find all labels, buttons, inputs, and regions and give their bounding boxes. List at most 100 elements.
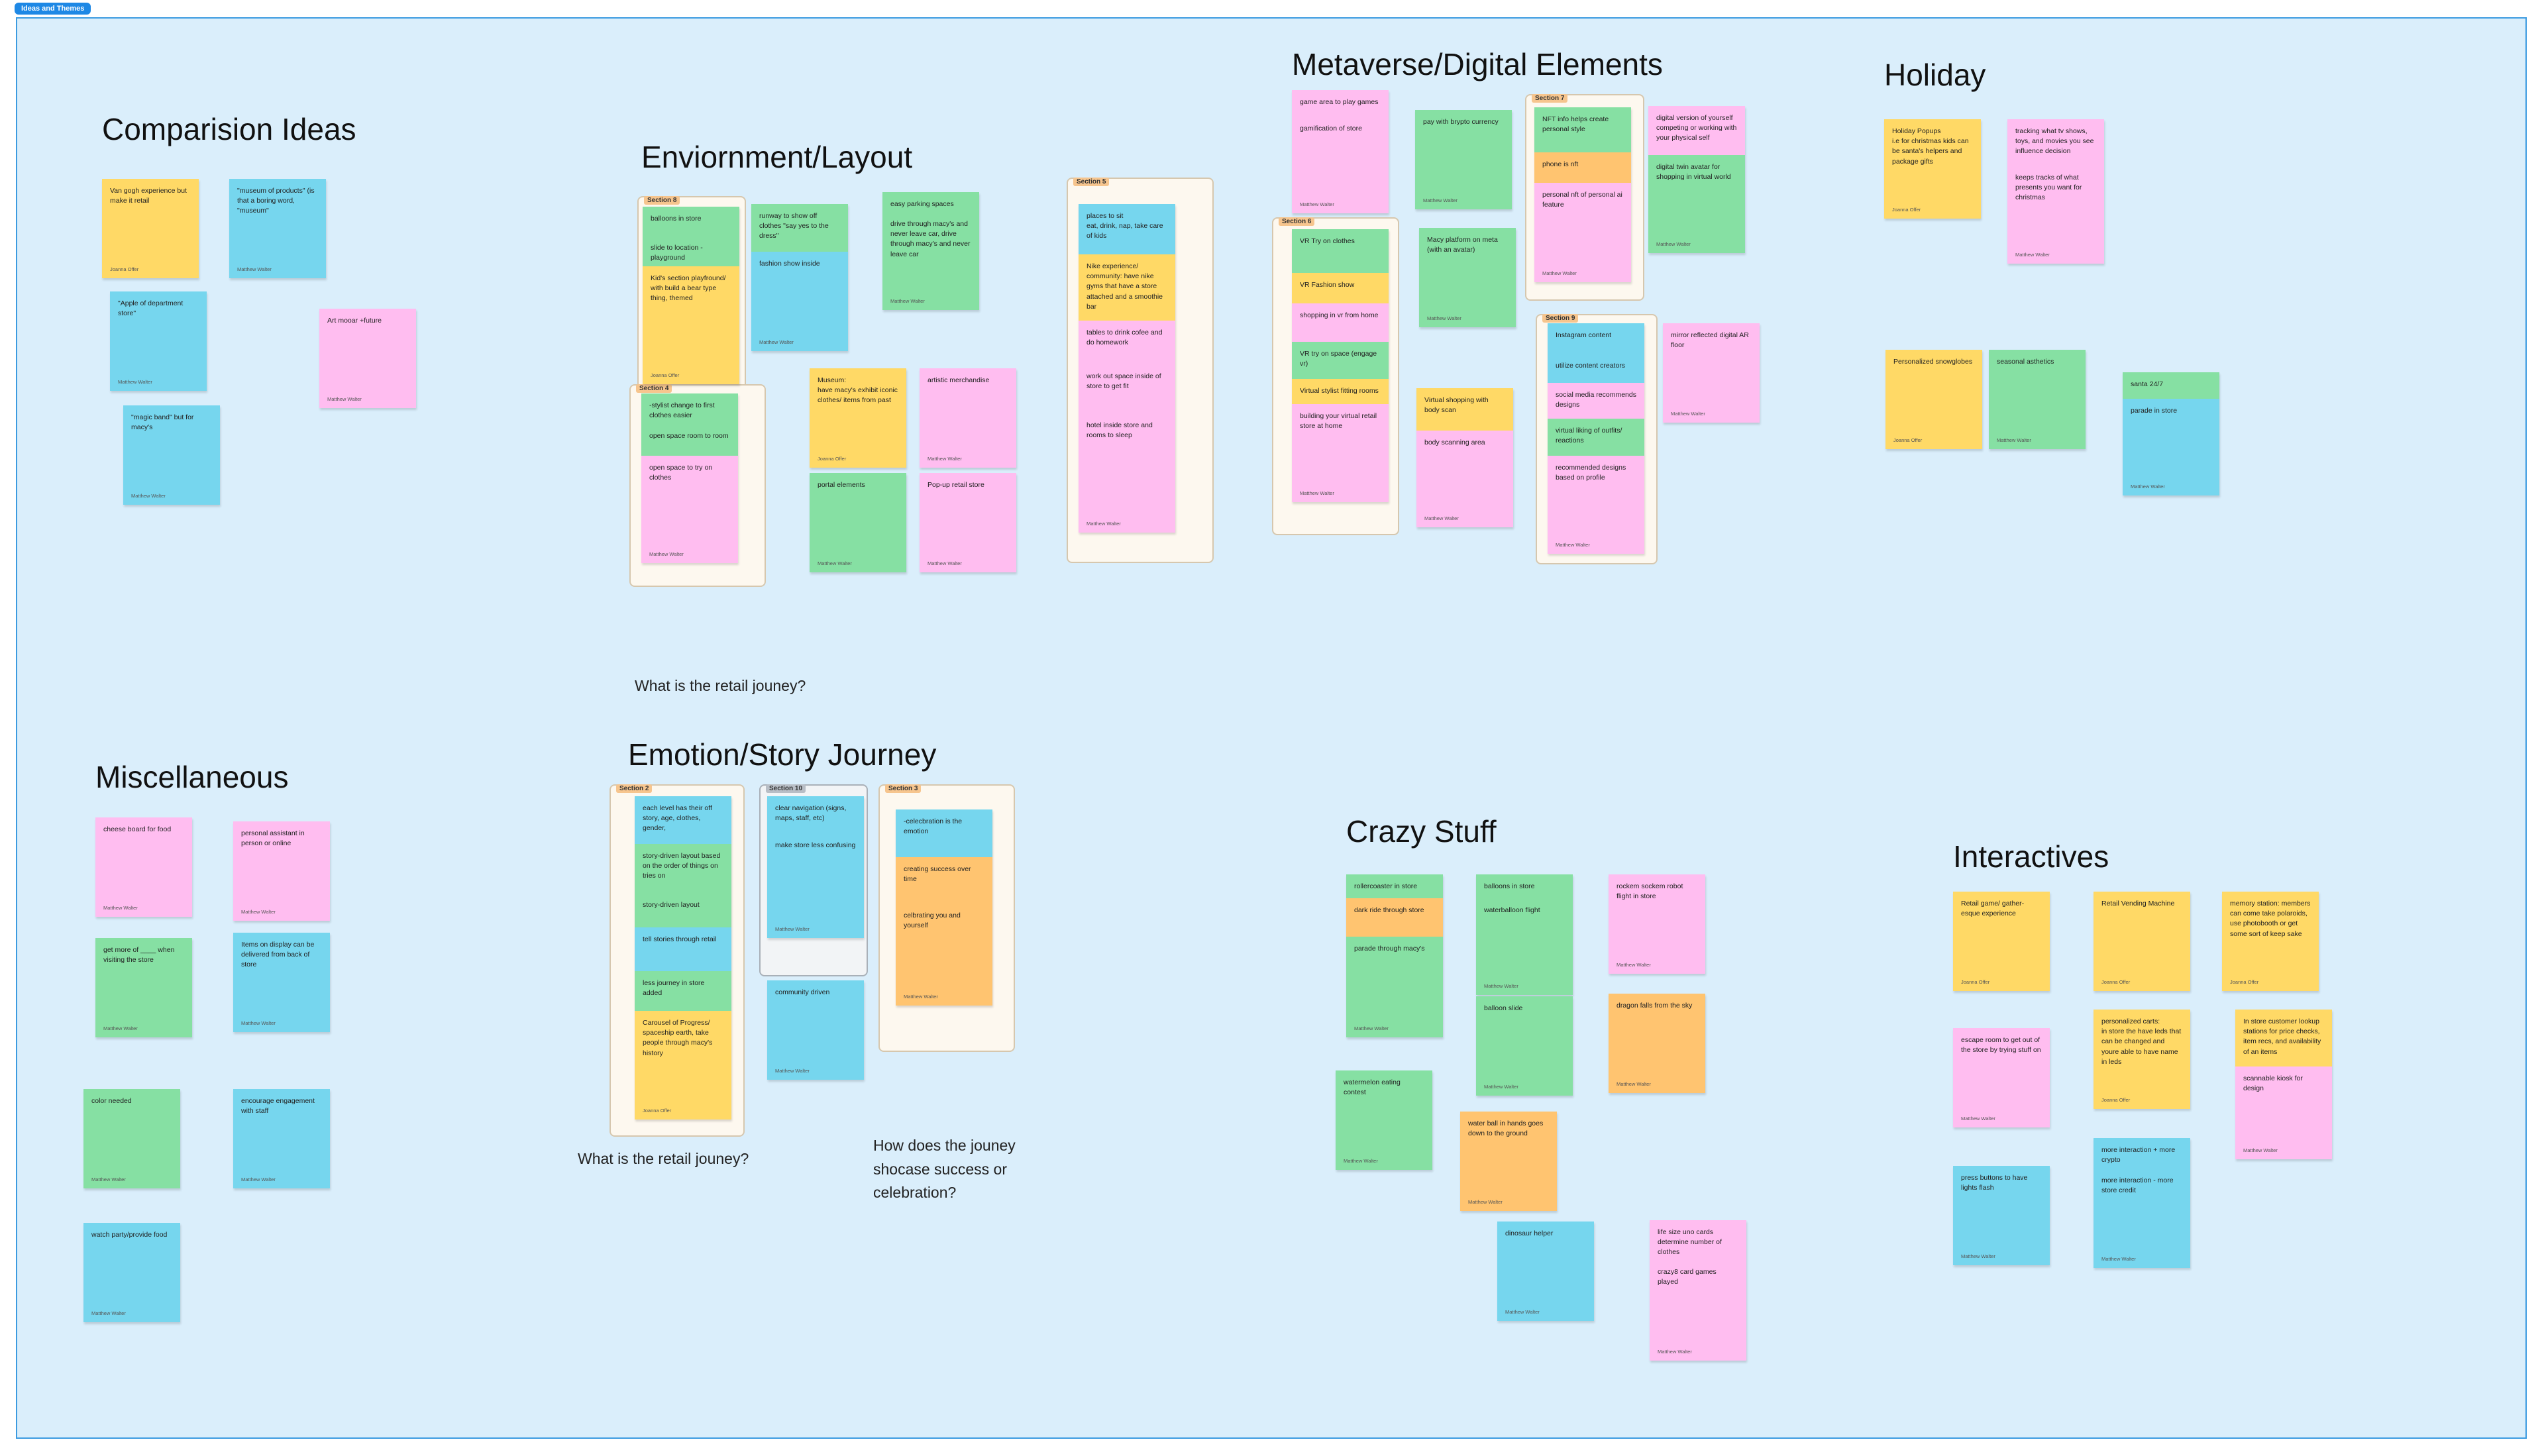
sticky-note-author: Matthew Walter [1556,542,1590,548]
section-label: Section 7 [1532,94,1568,103]
sticky-note[interactable]: life size uno cards determine number of … [1650,1220,1746,1361]
sticky-note-text: Macy platform on meta (with an avatar) [1419,228,1516,327]
sticky-note[interactable]: Macy platform on meta (with an avatar)Ma… [1419,228,1516,327]
sticky-note-author: Matthew Walter [1354,1025,1389,1031]
sticky-note-text: places to sit eat, drink, nap, take care… [1079,204,1175,254]
sticky-note-author: Matthew Walter [103,905,138,911]
sticky-note[interactable]: Museum: have macy's exhibit iconic cloth… [810,368,906,468]
sticky-note[interactable]: get more of ____ when visiting the store… [95,938,192,1037]
sticky-note-author: Joanna Offer [1961,979,1990,985]
sticky-note-author: Matthew Walter [91,1176,126,1182]
sticky-note-author: Matthew Walter [241,1020,276,1026]
sticky-note-author: Matthew Walter [1424,515,1459,521]
sticky-note[interactable]: tracking what tv shows, toys, and movies… [2007,119,2104,264]
sticky-note-author: Matthew Walter [118,379,152,385]
sticky-note[interactable]: places to sit eat, drink, nap, take care… [1079,204,1175,533]
sticky-note-text: creating success over time [896,857,992,904]
sticky-note[interactable]: water ball in hands goes down to the gro… [1460,1112,1557,1211]
sticky-note-text: open space to try on clothes [641,456,738,563]
question-retail-journey-2: What is the retail jouney? [578,1150,749,1167]
heading-emotion: Emotion/Story Journey [628,737,937,772]
sticky-note-text: Retail game/ gather-esque experience [1953,892,2050,991]
sticky-note-text: memory station: members can come take po… [2222,892,2319,991]
sticky-note[interactable]: clear navigation (signs, maps, staff, et… [767,796,864,938]
sticky-note-text: Retail Vending Machine [2094,892,2190,991]
section-label: Section 3 [885,784,922,793]
sticky-note-author: Matthew Walter [1961,1253,1995,1259]
sticky-note-text: Van gogh experience but make it retail [102,179,199,278]
sticky-note-author: Matthew Walter [1484,1084,1518,1090]
sticky-note-text: Art mooar +future [319,309,416,408]
question-retail-journey-1: What is the retail jouney? [635,677,806,694]
sticky-note-author: Matthew Walter [1656,241,1691,247]
sticky-note[interactable]: "museum of products" (is that a boring w… [229,179,326,278]
frame-label[interactable]: Ideas and Themes [15,3,91,15]
sticky-note-text: more interaction + more crypto [2094,1138,2190,1169]
sticky-note-text: story-driven layout [635,893,731,927]
sticky-note[interactable]: personalized carts: in store the have le… [2094,1010,2190,1109]
sticky-note-text: santa 24/7 [2123,372,2219,399]
sticky-note[interactable]: "Apple of department store"Matthew Walte… [110,291,207,391]
sticky-note[interactable]: Holiday Popups i.e for christmas kids ca… [1884,119,1981,219]
sticky-note-text: utilize content creators [1548,354,1644,383]
sticky-note-text: "Apple of department store" [110,291,207,391]
sticky-note-text: In store customer lookup stations for pr… [2235,1010,2332,1066]
sticky-note[interactable]: memory station: members can come take po… [2222,892,2319,991]
sticky-note-text: digital twin avatar for shopping in virt… [1648,155,1745,253]
sticky-note[interactable]: each level has their off story, age, clo… [635,796,731,1119]
sticky-note-text: less journey in store added [635,971,731,1011]
sticky-note-text: Pop-up retail store [920,473,1016,572]
sticky-note-author: Matthew Walter [2015,252,2050,258]
sticky-note[interactable]: escape room to get out of the store by t… [1953,1028,2050,1127]
sticky-note-author: Joanna Offer [2101,1097,2131,1103]
sticky-note[interactable]: runway to show off clothes "say yes to t… [751,204,848,351]
section-label: Section 8 [644,196,680,205]
sticky-note-text: color needed [83,1089,180,1188]
sticky-note-text: celbrating you and yourself [896,904,992,1006]
sticky-note-text: VR Try on clothes [1292,229,1389,273]
sticky-note[interactable]: In store customer lookup stations for pr… [2235,1010,2332,1159]
sticky-note-text: balloons in store [1476,874,1573,898]
sticky-note[interactable]: digital version of yourself competing or… [1648,106,1745,253]
whiteboard-frame: Comparision Ideas Enviornment/Layout Met… [16,17,2527,1439]
sticky-note-text: dragon falls from the sky [1609,994,1705,1093]
sticky-note[interactable]: Items on display can be delivered from b… [233,933,330,1032]
